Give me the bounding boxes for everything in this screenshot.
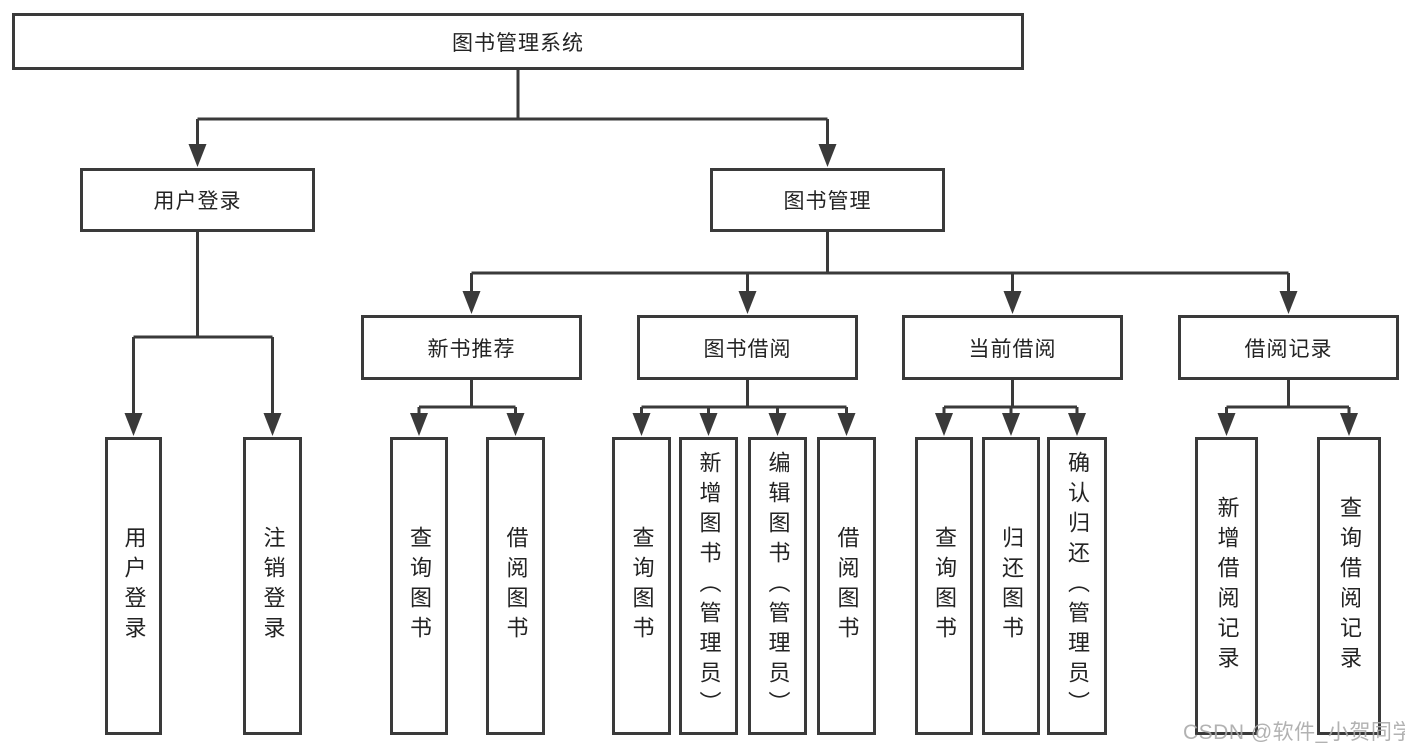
arrow-down-icon: [462, 291, 481, 314]
arrow-down-icon: [935, 413, 953, 436]
arrow-down-icon: [1003, 291, 1022, 314]
leaf-query-book-1: 查询图书: [390, 437, 448, 735]
arrow-down-icon: [632, 413, 651, 436]
node-label: 确认归还（管理员）: [1065, 451, 1090, 721]
node-label: 当前借阅: [968, 337, 1057, 361]
leaf-confirm-return-admin: 确认归还（管理员）: [1047, 437, 1107, 735]
arrow-down-icon: [699, 413, 718, 436]
arrow-down-icon: [188, 144, 207, 167]
node-label: 查询图书: [932, 526, 957, 646]
connector-book-mgmt-group: [470, 232, 1290, 293]
node-book-borrow: 图书借阅: [637, 315, 858, 380]
connector-borrow-record-group: [1225, 380, 1351, 415]
node-label: 用户登录: [153, 190, 242, 213]
node-label: 查询图书: [629, 526, 655, 646]
leaf-add-borrow-record: 新增借阅记录: [1195, 437, 1258, 735]
leaf-logout: 注销登录: [243, 437, 302, 735]
node-label: 归还图书: [999, 526, 1024, 646]
node-borrow-record: 借阅记录: [1178, 315, 1399, 380]
node-label: 新增借阅记录: [1214, 496, 1240, 676]
leaf-borrow-book-1: 借阅图书: [486, 437, 545, 735]
node-label: 注销登录: [260, 526, 286, 646]
connector-user-login-group: [132, 232, 274, 415]
watermark: CSDN @软件_小贺同学: [1183, 721, 1405, 744]
node-root-system: 图书管理系统: [12, 13, 1024, 70]
arrow-down-icon: [837, 413, 856, 436]
connector-current-borrow-group: [942, 380, 1079, 415]
arrow-down-icon: [1217, 413, 1236, 436]
node-label: 新书推荐: [427, 337, 516, 361]
node-label: 图书管理系统: [452, 31, 584, 55]
node-current-borrow: 当前借阅: [902, 315, 1123, 380]
node-label: 查询图书: [407, 526, 432, 646]
arrow-down-icon: [506, 413, 525, 436]
leaf-query-book-3: 查询图书: [915, 437, 973, 735]
arrow-down-icon: [818, 144, 837, 167]
connector-book-borrow-group: [640, 380, 848, 415]
arrow-down-icon: [768, 413, 787, 436]
node-label: 查询借阅记录: [1337, 496, 1362, 676]
arrow-down-icon: [1002, 413, 1020, 436]
leaf-add-book-admin: 新增图书（管理员）: [679, 437, 738, 735]
node-label: 借阅图书: [503, 526, 529, 646]
arrow-down-icon: [738, 291, 757, 314]
arrow-down-icon: [1279, 291, 1298, 314]
node-label: 编辑图书（管理员）: [765, 451, 791, 721]
arrow-down-icon: [1068, 413, 1086, 436]
leaf-query-borrow-record: 查询借阅记录: [1317, 437, 1381, 735]
leaf-return-book: 归还图书: [982, 437, 1040, 735]
arrow-down-icon: [410, 413, 428, 436]
leaf-query-book-2: 查询图书: [612, 437, 671, 735]
connector-root-to-level2: [196, 70, 829, 146]
arrow-down-icon: [263, 413, 282, 436]
node-label: 新增图书（管理员）: [696, 451, 722, 721]
node-label: 借阅图书: [834, 526, 860, 646]
node-label: 用户登录: [121, 526, 147, 646]
leaf-user-login: 用户登录: [105, 437, 162, 735]
connector-new-book-group: [417, 380, 517, 415]
arrow-down-icon: [124, 413, 143, 436]
arrow-down-icon: [1340, 413, 1358, 436]
node-label: 借阅记录: [1244, 337, 1333, 361]
node-label: 图书借阅: [703, 337, 792, 361]
leaf-borrow-book-2: 借阅图书: [817, 437, 876, 735]
node-book-management: 图书管理: [710, 168, 945, 232]
leaf-edit-book-admin: 编辑图书（管理员）: [748, 437, 807, 735]
node-new-book-recommend: 新书推荐: [361, 315, 582, 380]
node-user-login: 用户登录: [80, 168, 315, 232]
node-label: 图书管理: [783, 190, 872, 213]
